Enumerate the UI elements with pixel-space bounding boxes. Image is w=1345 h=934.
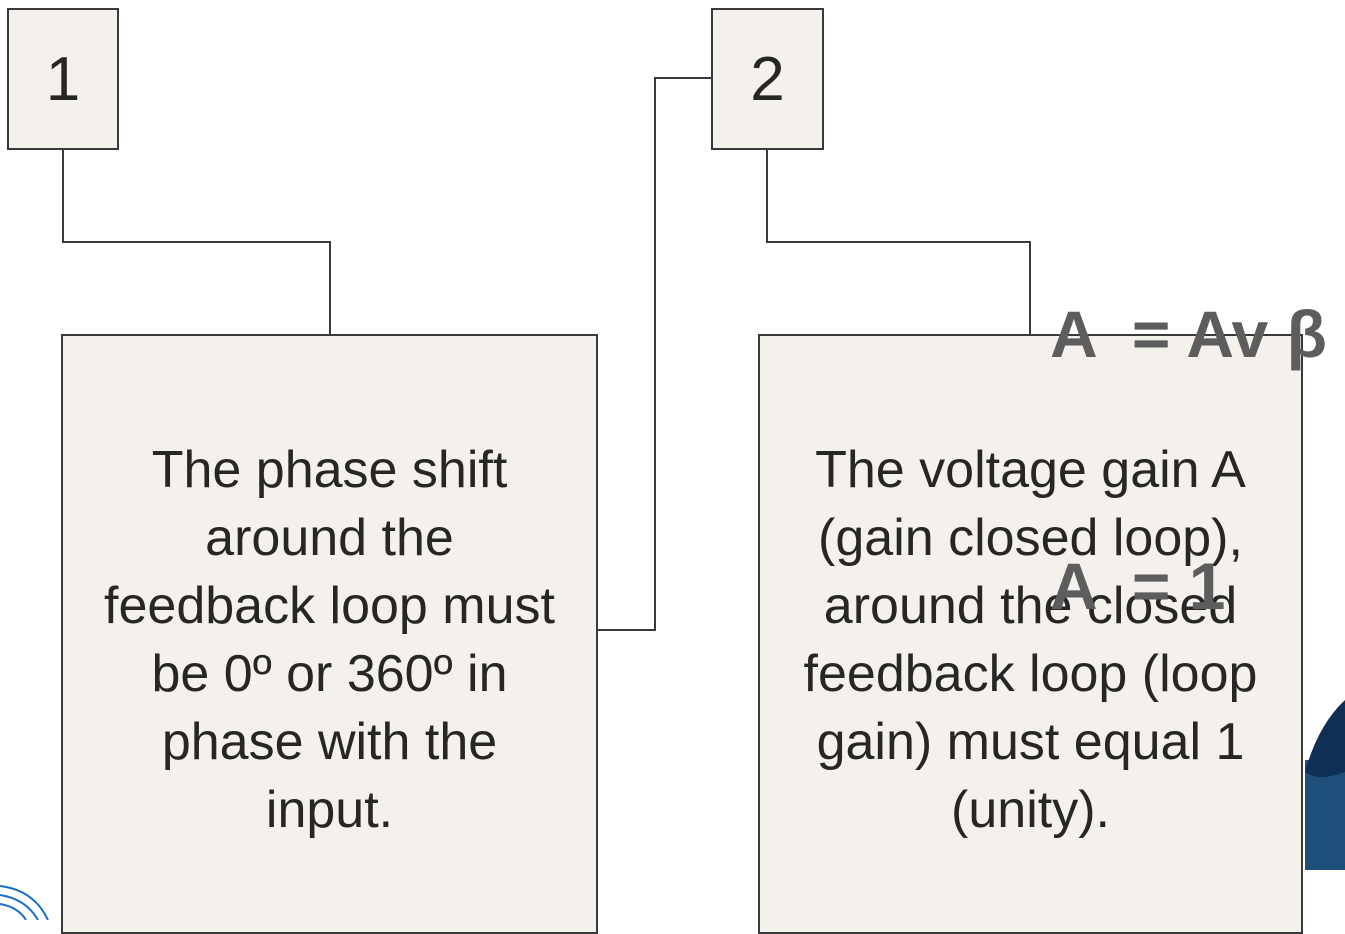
- corner-accent-mid-shape: [1305, 760, 1345, 870]
- connector-box1-to-2: [597, 77, 712, 631]
- step-1-line: The phase shift: [151, 441, 508, 499]
- step-2-number: 2: [750, 44, 785, 114]
- step-1-line: around the: [205, 509, 454, 567]
- step-2-number-box: 2: [711, 8, 824, 150]
- step-1-number-box: 1: [7, 8, 119, 150]
- formula-line-1: A = Av β: [1050, 297, 1327, 371]
- step-1-description: The phase shift around the feedback loop…: [104, 436, 555, 844]
- step-2-line: around the closed: [823, 577, 1238, 635]
- step-1-description-box: The phase shift around the feedback loop…: [61, 334, 598, 934]
- gain-formula: A = Av β A = 1: [1050, 124, 1327, 712]
- connector-1: [62, 148, 331, 336]
- step-1-line: input.: [265, 781, 394, 839]
- connector-2: [766, 148, 1031, 336]
- corner-accent-dark-shape: [1305, 700, 1345, 777]
- step-2-description-box: The voltage gain A (gain closed loop), a…: [758, 334, 1303, 934]
- formula-line-2: A = 1: [1050, 549, 1226, 623]
- step-1-line: phase with the: [161, 713, 498, 771]
- corner-swirl-shape: [0, 885, 49, 920]
- step-2-line: (unity).: [951, 781, 1110, 839]
- step-2-line: The voltage gain A: [815, 441, 1246, 499]
- step-2-line: (gain closed loop),: [818, 509, 1243, 567]
- step-2-description: The voltage gain A (gain closed loop), a…: [804, 436, 1258, 844]
- step-2-line: feedback loop (loop: [803, 645, 1258, 703]
- step-2-line: gain) must equal 1: [816, 713, 1245, 771]
- step-1-line: feedback loop must: [104, 577, 555, 635]
- step-1-number: 1: [45, 44, 81, 114]
- step-1-line: be 0º or 360º in: [151, 645, 508, 703]
